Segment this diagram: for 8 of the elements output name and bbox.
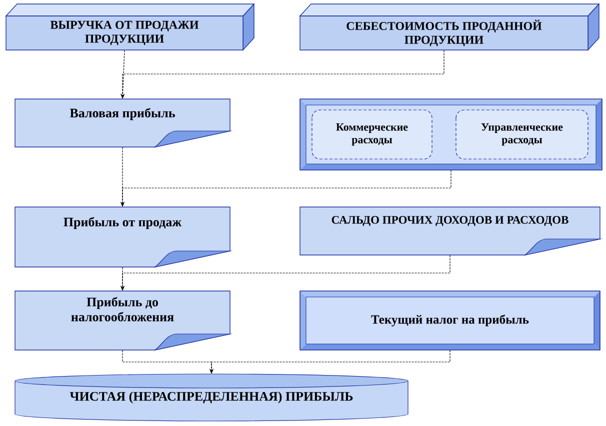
dashed-rounded-box: Коммерческие расходы: [312, 110, 432, 160]
bevel-box: Текущий налог на прибыль: [300, 290, 600, 350]
document-box: Валовая прибыль: [14, 98, 230, 148]
cylinder-box: ЧИСТАЯ (НЕРАСПРЕДЕЛЕННАЯ) ПРИБЫЛЬ: [14, 374, 408, 422]
document-box: Прибыль от продаж: [14, 206, 230, 268]
dashed-rounded-box: Управленческие расходы: [456, 110, 588, 160]
document-box: САЛЬДО ПРОЧИХ ДОХОДОВ И РАСХОДОВ: [300, 206, 600, 256]
document-box: Прибыль до налогообложения: [14, 290, 230, 350]
